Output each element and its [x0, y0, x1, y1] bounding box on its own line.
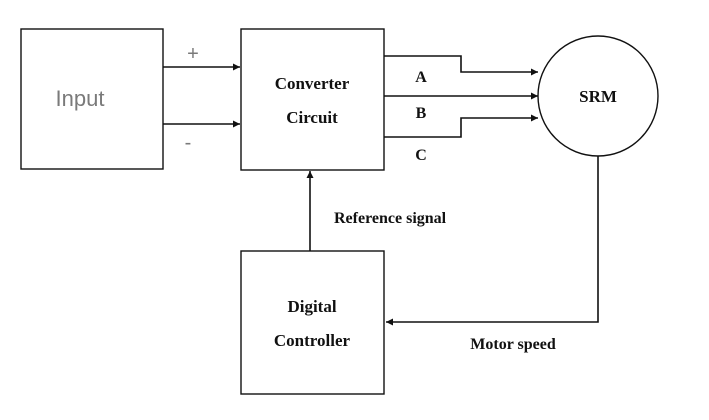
motor-speed-label: Motor speed [470, 336, 556, 353]
srm-label: SRM [579, 87, 617, 106]
controller-label-line2: Controller [274, 331, 351, 350]
feedback-line [386, 156, 599, 326]
phase-c-label: C [415, 147, 427, 164]
converter-label-line1: Converter [275, 74, 350, 93]
phase-a-line [384, 55, 538, 76]
input-block [20, 28, 164, 170]
controller-label-line1: Digital [287, 297, 336, 316]
phase-b-label: B [416, 105, 427, 122]
controller-block [240, 250, 385, 395]
plus-sign: + [187, 43, 199, 65]
input-label: Input [56, 86, 105, 111]
converter-block [240, 28, 385, 171]
phase-a-label: A [415, 69, 427, 86]
converter-label-line2: Circuit [286, 108, 338, 127]
phase-c-line [384, 114, 538, 138]
minus-sign: - [185, 132, 192, 154]
reference-signal-label: Reference signal [334, 210, 447, 227]
